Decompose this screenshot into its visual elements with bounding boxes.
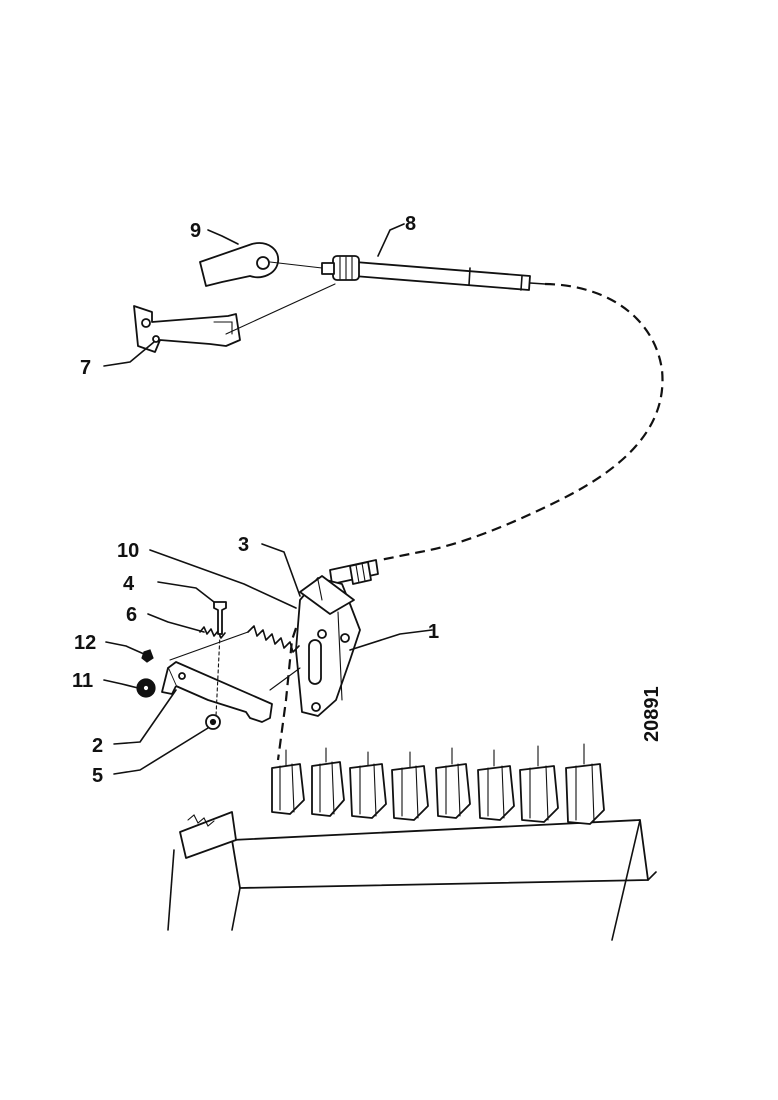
callout-8: 8: [405, 213, 416, 235]
nut-part: [136, 678, 156, 698]
callout-2: 2: [92, 735, 103, 757]
clevis-pin: [213, 601, 227, 717]
linkage-arm: [161, 661, 301, 723]
washer-part: [205, 714, 221, 730]
callout-6: 6: [126, 604, 137, 626]
callout-9: 9: [190, 220, 201, 242]
mounting-plate: [295, 575, 361, 717]
callout-11: 11: [72, 670, 93, 692]
callout-7: 7: [80, 357, 91, 379]
callout-4: 4: [123, 573, 135, 595]
callout-5: 5: [92, 765, 103, 787]
cable-assembly: [321, 255, 664, 585]
mounting-line: [276, 627, 298, 761]
callout-labels: 1 2 3 4 5 6 7 8 9 10 11 12: [72, 213, 439, 787]
callout-3: 3: [238, 534, 249, 556]
drawing-number: 20891: [641, 686, 663, 742]
small-nut-part: [141, 649, 154, 663]
return-spring: [169, 625, 300, 661]
callout-1: 1: [428, 621, 439, 643]
lever-part: [199, 242, 323, 287]
callout-12: 12: [74, 632, 96, 654]
screw-part: [199, 626, 226, 639]
leader-lines: [103, 223, 433, 775]
callout-10: 10: [117, 540, 139, 562]
pump-outlets: [271, 743, 605, 825]
bracket-part: [133, 283, 336, 353]
injection-pump: [167, 743, 657, 941]
